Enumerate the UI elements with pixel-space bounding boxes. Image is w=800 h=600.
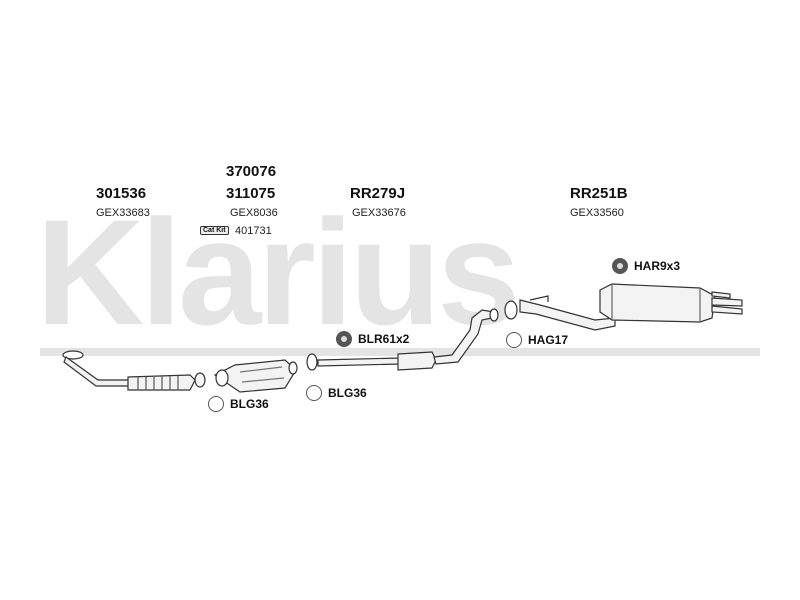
part-reference-gex8036: GEX8036 — [230, 207, 278, 219]
clamp-ring-icon — [506, 332, 522, 348]
accessory-blg36-left: BLG36 — [208, 396, 269, 412]
accessory-hag17: HAG17 — [506, 332, 568, 348]
part-number-370076: 370076 — [226, 163, 277, 180]
accessory-code: BLG36 — [230, 397, 269, 411]
cat-kit-number: 401731 — [235, 225, 272, 237]
rubber-mount-icon — [336, 331, 352, 347]
watermark-underline — [40, 348, 760, 356]
accessory-code: BLG36 — [328, 386, 367, 400]
accessory-har9x3: HAR9x3 — [612, 258, 680, 274]
clamp-ring-icon — [306, 385, 322, 401]
rear-silencer-rr251b — [504, 283, 743, 331]
catalytic-converter-311075 — [213, 359, 298, 393]
part-reference-gex33676: GEX33676 — [352, 207, 406, 219]
part-reference-gex33683: GEX33683 — [96, 207, 150, 219]
front-pipe-301536 — [62, 350, 206, 391]
accessory-code: HAR9x3 — [634, 259, 681, 273]
cat-kit-badge: Cat Kit — [200, 226, 229, 235]
intermediate-pipe-rr279j — [306, 308, 499, 371]
accessory-blr61x2: BLR61x2 — [336, 331, 409, 347]
part-number-301536: 301536 — [96, 185, 147, 202]
accessory-code: BLR61x2 — [358, 332, 410, 346]
clamp-ring-icon — [208, 396, 224, 412]
part-reference-gex33560: GEX33560 — [570, 207, 624, 219]
part-number-311075: 311075 — [226, 185, 276, 202]
part-number-rr251b: RR251B — [570, 185, 628, 202]
rubber-mount-icon — [612, 258, 628, 274]
accessory-code: HAG17 — [528, 333, 569, 347]
accessory-blg36-right: BLG36 — [306, 385, 367, 401]
brand-watermark: Klarius — [36, 188, 521, 356]
part-number-rr279j: RR279J — [350, 185, 406, 202]
